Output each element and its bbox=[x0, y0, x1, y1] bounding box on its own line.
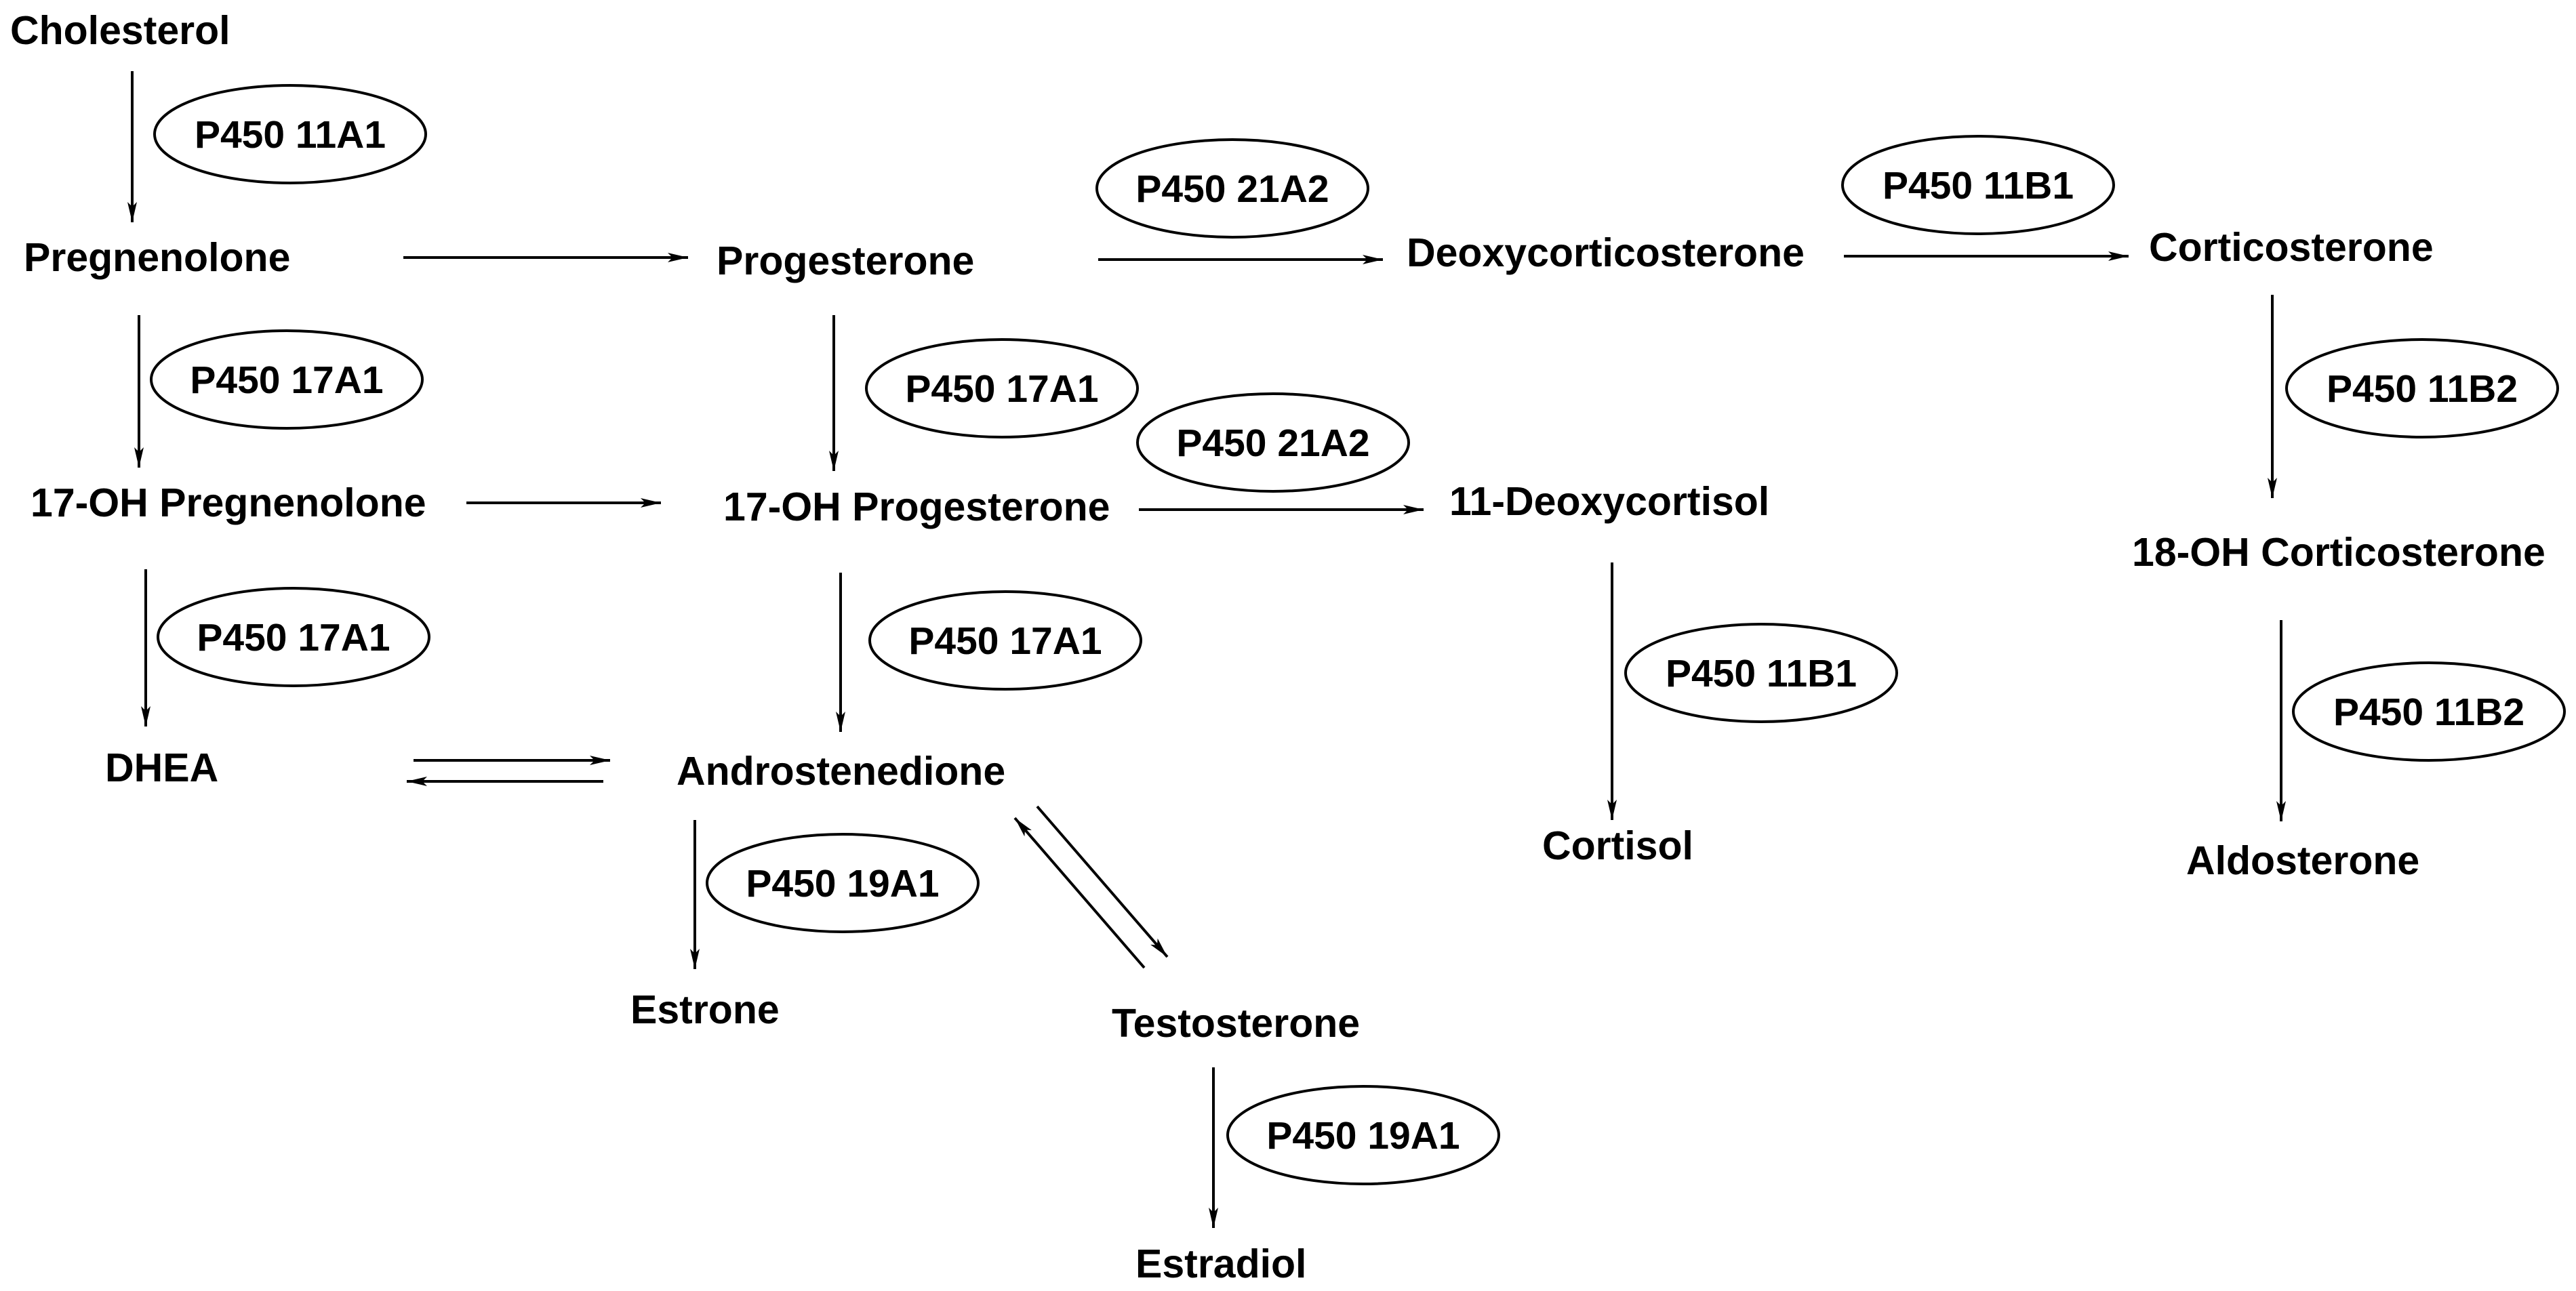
compound-cortisol: Cortisol bbox=[1542, 823, 1693, 868]
reaction-arrows bbox=[127, 71, 2286, 1228]
enzyme-17oh-pregnenolone-to-dhea: P450 17A1 bbox=[157, 587, 430, 687]
compound-cholesterol: Cholesterol bbox=[10, 8, 230, 53]
enzyme-label-text: P450 11B1 bbox=[1883, 164, 2074, 207]
enzyme-corticosterone-to-18oh-corticosterone: P450 11B2 bbox=[2285, 338, 2559, 438]
compound-pregnenolone: Pregnenolone bbox=[24, 235, 290, 280]
enzyme-label-text: P450 11B1 bbox=[1666, 652, 1857, 695]
enzyme-label-text: P450 19A1 bbox=[1266, 1114, 1460, 1157]
compound-11-deoxycortisol: 11-Deoxycortisol bbox=[1449, 479, 1769, 524]
arrow-androstenedione-to-testosterone bbox=[1036, 805, 1169, 958]
enzyme-17oh-progesterone-to-androstenedione: P450 17A1 bbox=[868, 590, 1142, 691]
compound-corticosterone: Corticosterone bbox=[2149, 225, 2434, 270]
compound-progesterone: Progesterone bbox=[717, 239, 974, 283]
enzyme-11deoxycortisol-to-cortisol: P450 11B1 bbox=[1624, 623, 1898, 723]
enzyme-labels: P450 11A1 P450 21A2 P450 11B1 P450 17A1 … bbox=[150, 84, 2566, 1185]
enzyme-label-text: P450 11B2 bbox=[2327, 367, 2518, 411]
compound-17oh-progesterone: 17-OH Progesterone bbox=[723, 485, 1110, 529]
compound-deoxycorticosterone: Deoxycorticosterone bbox=[1407, 230, 1805, 275]
enzyme-18oh-corticosterone-to-aldosterone: P450 11B2 bbox=[2292, 661, 2566, 762]
enzyme-label-text: P450 17A1 bbox=[905, 367, 1098, 411]
compound-dhea: DHEA bbox=[105, 745, 218, 790]
enzyme-deoxycorticosterone-to-corticosterone: P450 11B1 bbox=[1841, 135, 2115, 235]
enzyme-progesterone-to-deoxycorticosterone: P450 21A2 bbox=[1095, 138, 1369, 239]
enzyme-cholesterol-to-pregnenolone: P450 11A1 bbox=[153, 84, 427, 184]
compound-18oh-corticosterone: 18-OH Corticosterone bbox=[2132, 530, 2545, 575]
enzyme-label-text: P450 17A1 bbox=[190, 358, 383, 402]
enzyme-label-text: P450 11B2 bbox=[2333, 691, 2524, 734]
enzyme-progesterone-to-17oh-progesterone: P450 17A1 bbox=[865, 338, 1139, 438]
enzyme-pregnenolone-to-17oh-pregnenolone: P450 17A1 bbox=[150, 329, 424, 430]
enzyme-label-text: P450 17A1 bbox=[197, 616, 390, 659]
arrow-testosterone-to-androstenedione bbox=[1013, 817, 1146, 969]
compound-labels: Cholesterol Pregnenolone Progesterone De… bbox=[10, 8, 2545, 1286]
enzyme-label-text: P450 11A1 bbox=[195, 113, 386, 157]
compound-estradiol: Estradiol bbox=[1135, 1242, 1306, 1286]
compound-androstenedione: Androstenedione bbox=[677, 749, 1005, 794]
compound-17oh-pregnenolone: 17-OH Pregnenolone bbox=[31, 480, 426, 525]
enzyme-label-text: P450 17A1 bbox=[908, 619, 1102, 663]
enzyme-label-text: P450 21A2 bbox=[1176, 422, 1369, 465]
enzyme-androstenedione-to-estrone: P450 19A1 bbox=[706, 833, 980, 933]
compound-aldosterone: Aldosterone bbox=[2186, 838, 2419, 883]
compound-testosterone: Testosterone bbox=[1112, 1001, 1360, 1046]
enzyme-label-text: P450 21A2 bbox=[1135, 167, 1329, 211]
compound-estrone: Estrone bbox=[630, 987, 780, 1032]
enzyme-label-text: P450 19A1 bbox=[746, 862, 939, 905]
enzyme-17oh-progesterone-to-11deoxycortisol: P450 21A2 bbox=[1136, 392, 1410, 493]
enzyme-testosterone-to-estradiol: P450 19A1 bbox=[1226, 1085, 1500, 1185]
